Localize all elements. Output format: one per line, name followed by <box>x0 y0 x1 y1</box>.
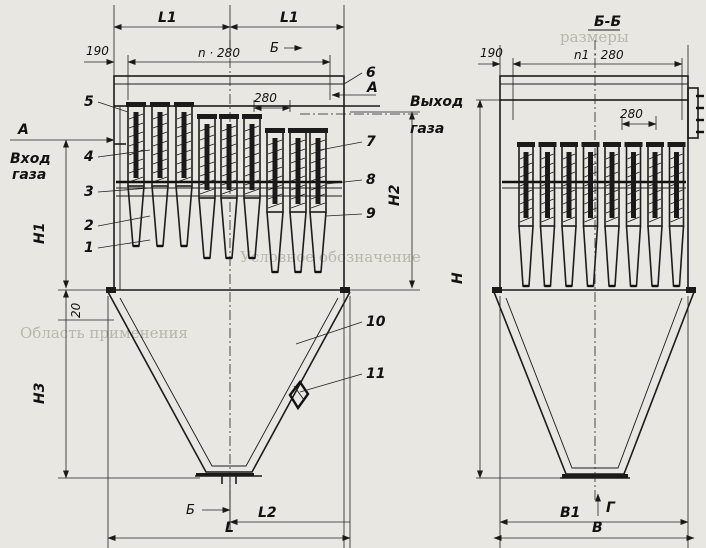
inlet-label-2: газа <box>12 167 46 183</box>
dim-sub-pitch: 280 <box>254 91 277 105</box>
dim-l: L <box>225 520 234 536</box>
cyclone-element <box>219 114 239 260</box>
outlet-label-1: Выход <box>410 94 463 110</box>
position-label: 11 <box>366 366 385 382</box>
cyclone-element <box>242 114 262 260</box>
cyclone-element <box>646 142 664 288</box>
callout-leader <box>319 141 363 151</box>
dim-l1-right: L1 <box>280 10 299 26</box>
cyclone-elements-section <box>517 142 686 288</box>
background-text: Область применения Условное обозначение … <box>20 28 629 342</box>
dim-pitch: n · 280 <box>198 46 240 60</box>
cyclone-element <box>308 128 328 274</box>
callout-leader <box>97 215 151 227</box>
cyclone-element <box>560 142 578 288</box>
cyclone-element <box>581 142 600 288</box>
position-label: 5 <box>84 94 94 110</box>
section-title: Б-Б <box>594 14 621 30</box>
position-label: 1 <box>84 240 94 256</box>
position-label: 4 <box>83 149 94 165</box>
cyclone-element <box>538 142 557 288</box>
inlet-arrow: А <box>17 122 29 138</box>
cyclone-element <box>603 142 621 288</box>
dim-h: H <box>450 272 466 284</box>
position-label: 6 <box>366 65 376 81</box>
dim-l2: L2 <box>258 505 277 521</box>
position-label: 7 <box>366 134 376 150</box>
cyclone-element <box>624 142 643 288</box>
dim-b: B <box>592 520 603 536</box>
ghost-text-1: Область применения <box>20 324 188 342</box>
ghost-text-3: размеры <box>560 28 629 46</box>
dim-h2: H2 <box>387 185 403 206</box>
callout-leader <box>97 187 151 193</box>
ghost-text-2: Условное обозначение <box>240 248 421 266</box>
position-label: 8 <box>366 172 376 188</box>
section-mark-bottom: Б <box>186 503 195 518</box>
dim-b1: B1 <box>560 505 580 521</box>
position-label: 9 <box>366 206 376 222</box>
position-label: 3 <box>84 184 94 200</box>
callout-leader <box>325 213 363 217</box>
side-section-view: Б-Б 190 n1 · 280 280 <box>450 14 704 548</box>
dim-190: 190 <box>86 44 109 58</box>
cyclone-element <box>288 128 308 274</box>
inlet-label-1: Вход <box>10 151 51 167</box>
cyclone-element <box>517 142 535 288</box>
callout-leader <box>295 321 363 345</box>
cyclone-element <box>126 102 146 248</box>
callout-leader <box>97 149 151 158</box>
cyclone-element <box>667 142 686 288</box>
arrow-g: Г <box>606 500 616 516</box>
position-label: 10 <box>366 314 386 330</box>
outlet-arrow: А <box>366 80 378 96</box>
dim-l1-left: L1 <box>158 10 177 26</box>
flange-bolts <box>696 94 704 134</box>
cyclone-element <box>174 102 194 248</box>
cyclone-elements <box>126 102 328 274</box>
position-callouts: 1 2 3 4 5 6 7 8 9 10 11 <box>83 65 386 393</box>
outlet-label-2: газа <box>410 121 444 137</box>
position-label: 2 <box>84 218 94 234</box>
cyclone-element <box>150 102 170 248</box>
dim-pitch-right: n1 · 280 <box>574 48 624 62</box>
callout-leader <box>325 179 363 185</box>
callout-leader <box>97 101 129 113</box>
section-mark-top: Б <box>270 41 279 56</box>
callout-leader <box>299 373 363 393</box>
front-view: L1 L1 190 Б n · 280 280 А Вход газа А Вы… <box>10 5 463 548</box>
callout-leader <box>343 72 363 85</box>
dim-h3: H3 <box>32 383 48 404</box>
cyclone-element <box>265 128 285 274</box>
dim-20: 20 <box>69 302 83 318</box>
dim-190-right: 190 <box>480 46 503 60</box>
cyclone-element <box>197 114 217 260</box>
callout-leader <box>97 239 151 249</box>
dim-h1: H1 <box>32 223 48 244</box>
dim-sub-pitch-right: 280 <box>620 107 643 121</box>
